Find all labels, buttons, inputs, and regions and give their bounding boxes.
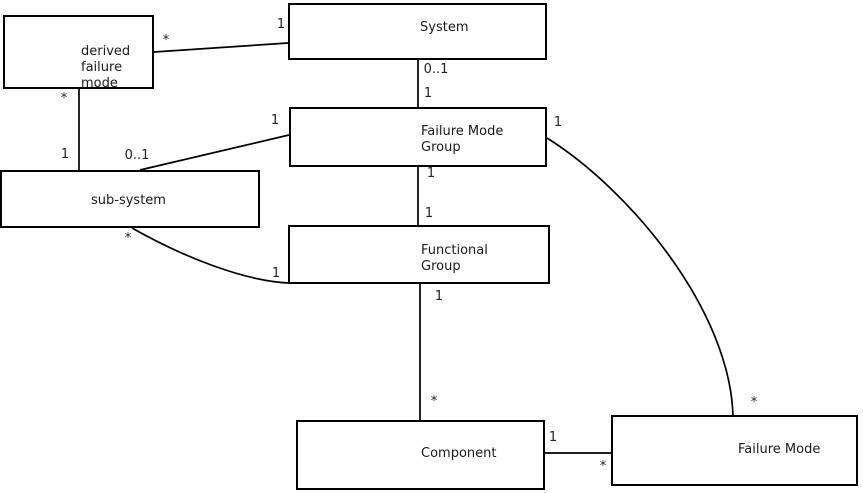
multiplicity-subsystem-fg-one: 1 [271,266,281,281]
edge-subsystem-failure-mode-group [139,134,290,171]
node-system: System [288,3,547,60]
multiplicity-component-fm-one: 1 [548,430,558,445]
multiplicity-subsystem-fmg-one: 1 [270,113,280,128]
node-component-label: Component [421,446,497,461]
multiplicity-fmg-fm-star: * [750,395,758,410]
multiplicity-dfm-subsystem-one: 1 [60,147,70,162]
node-component: Component [296,420,545,490]
multiplicity-fg-component-star: * [430,394,438,409]
edge-derived-failure-mode-system [153,42,289,53]
node-derived-failure-mode-label: derived failure mode [81,44,131,91]
multiplicity-dfm-system-star: * [162,33,170,48]
node-system-label: System [420,20,469,35]
multiplicity-system-fmg-zero-one: 0..1 [423,62,449,77]
multiplicity-dfm-subsystem-star: * [60,91,68,106]
node-derived-failure-mode: derived failure mode [3,15,154,91]
edge-subsystem-functional-group [131,227,290,284]
edge-failure-mode-group-failure-mode [546,137,734,417]
node-functional-group: Functional Group [288,225,550,284]
multiplicity-component-fm-star: * [599,459,607,474]
node-failure-mode-label: Failure Mode [738,442,821,457]
node-failure-mode: Failure Mode [611,415,858,486]
node-functional-group-label: Functional Group [421,243,488,274]
multiplicity-dfm-system-one: 1 [276,17,286,32]
multiplicity-fmg-fg-one-top: 1 [426,166,436,181]
node-sub-system: sub-system [0,170,260,228]
multiplicity-subsystem-fg-star: * [124,231,132,246]
node-sub-system-label: sub-system [91,193,166,208]
multiplicity-fg-component-one: 1 [434,289,444,304]
node-failure-mode-group-label: Failure Mode Group [421,124,504,155]
multiplicity-fmg-fm-one: 1 [553,115,563,130]
multiplicity-fmg-fg-one-bottom: 1 [424,206,434,221]
multiplicity-system-fmg-one: 1 [423,86,433,101]
multiplicity-subsystem-fmg-zero-one: 0..1 [124,148,150,163]
node-failure-mode-group: Failure Mode Group [289,107,547,167]
